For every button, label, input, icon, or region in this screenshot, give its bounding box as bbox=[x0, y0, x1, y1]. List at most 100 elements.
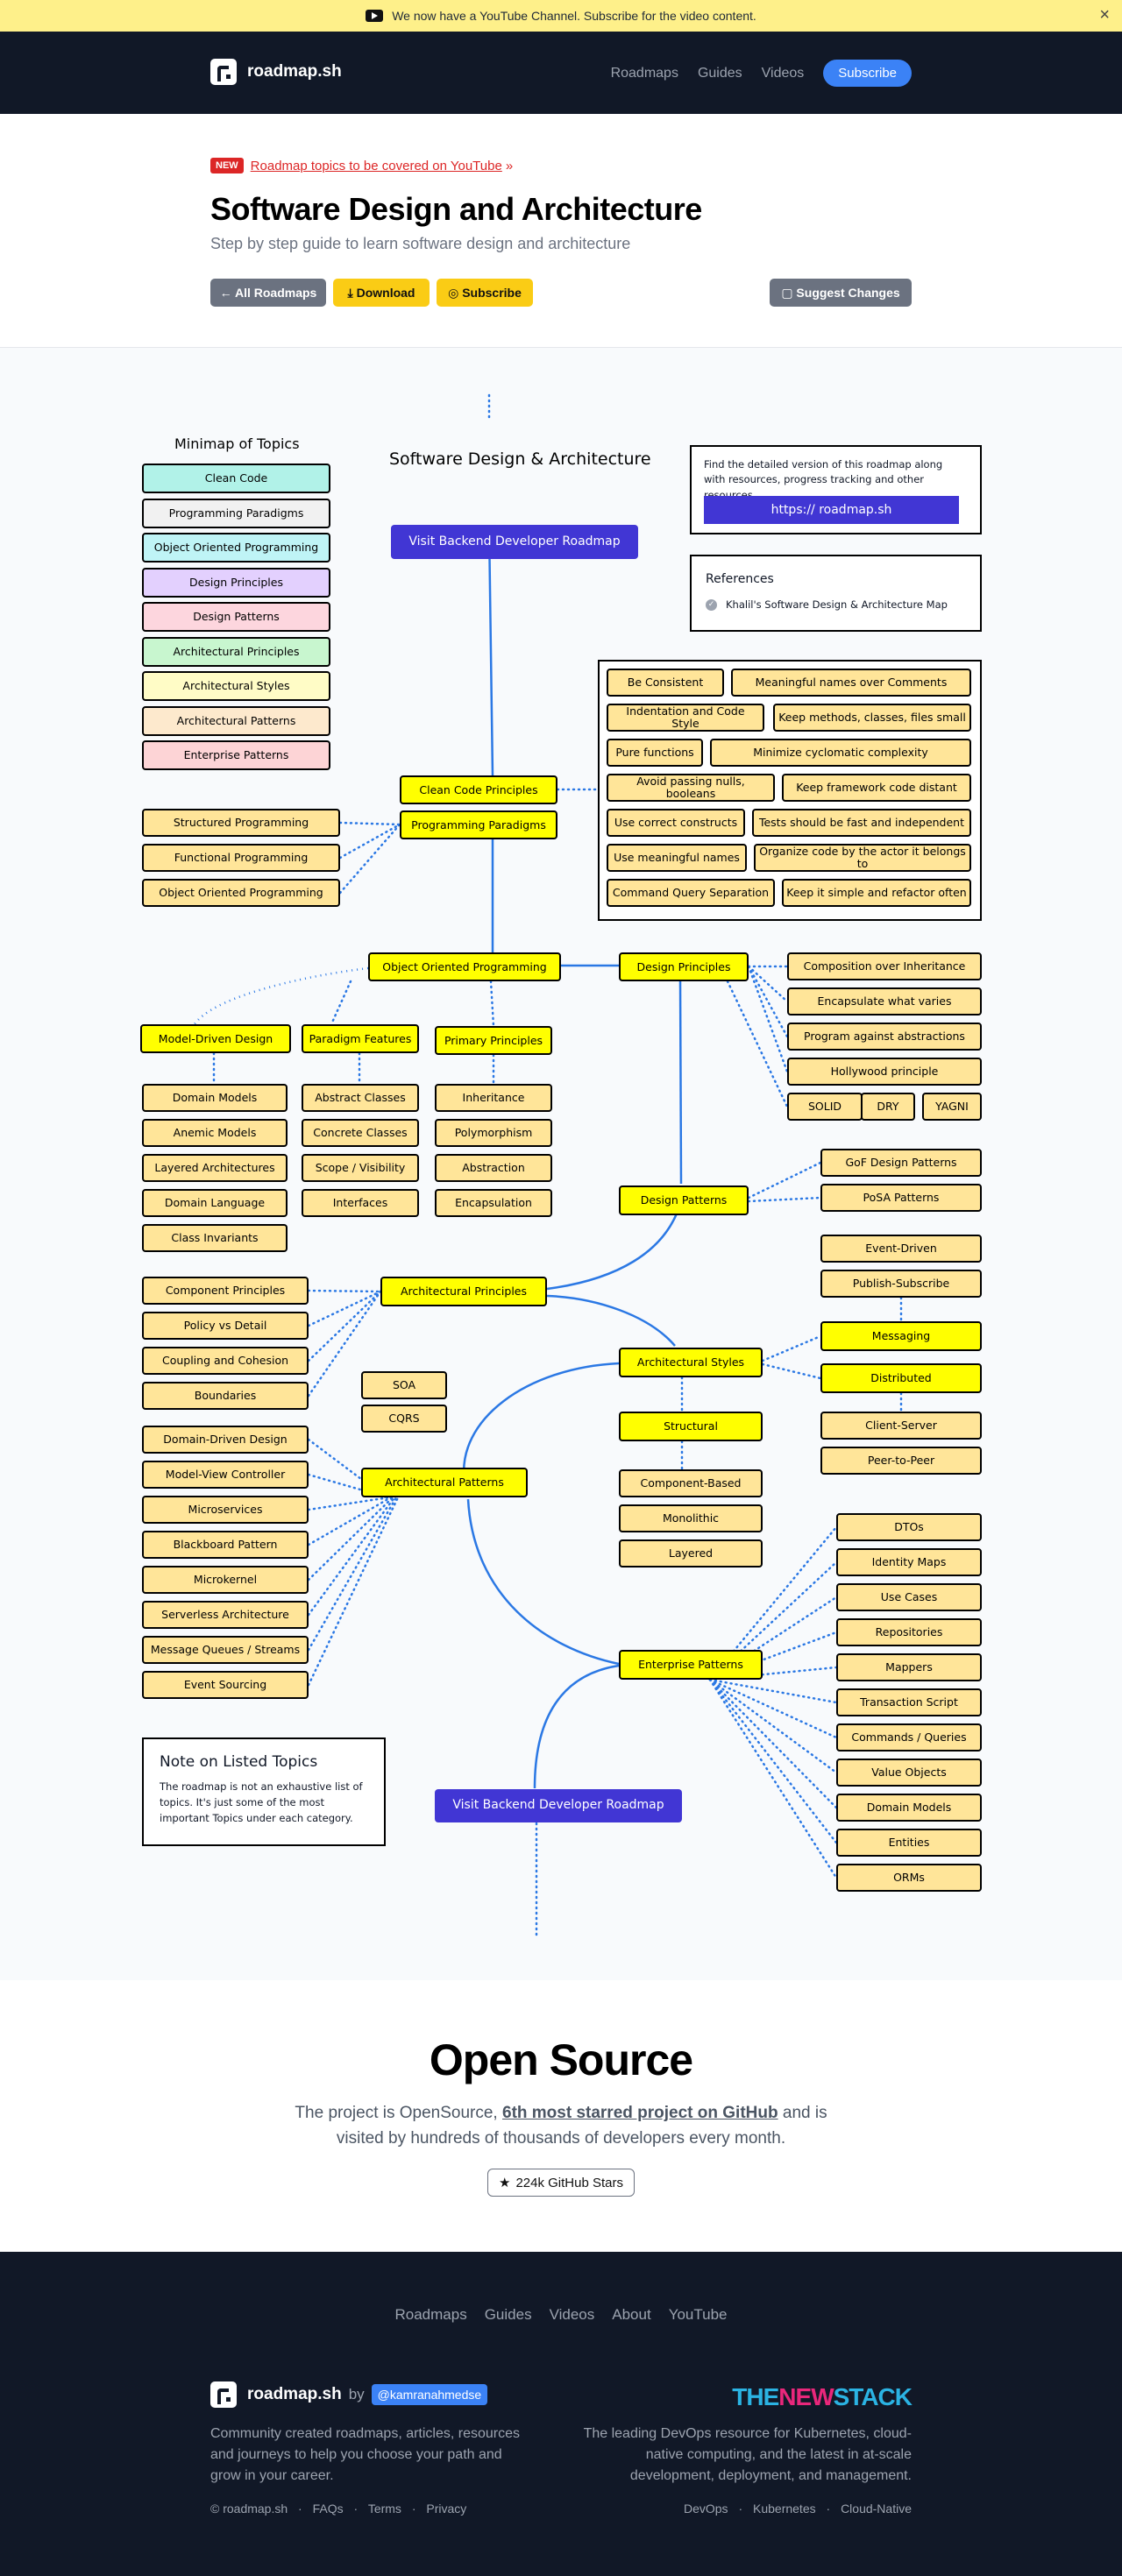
gof-patterns[interactable]: GoF Design Patterns bbox=[820, 1149, 982, 1177]
design-patterns[interactable]: Design Patterns bbox=[619, 1185, 749, 1215]
arch-pattern-item[interactable]: Microservices bbox=[142, 1496, 309, 1524]
design-principles[interactable]: Design Principles bbox=[619, 952, 749, 981]
arch-pattern-item[interactable]: Microkernel bbox=[142, 1566, 309, 1594]
structural[interactable]: Structural bbox=[619, 1412, 763, 1441]
clean-code-principles[interactable]: Clean Code Principles bbox=[400, 775, 557, 804]
clean-code-item[interactable]: Tests should be fast and independent bbox=[752, 809, 971, 837]
footer-nav-roadmaps[interactable]: Roadmaps bbox=[394, 2306, 467, 2323]
footer-nav-about[interactable]: About bbox=[612, 2306, 651, 2323]
minimap-item[interactable]: Architectural Patterns bbox=[142, 705, 330, 736]
github-stars-button[interactable]: ★ 224k GitHub Stars bbox=[486, 2169, 635, 2197]
dry-item[interactable]: DRY bbox=[861, 1093, 915, 1121]
design-principle-item[interactable]: Composition over Inheritance bbox=[787, 952, 982, 980]
paradigm-item[interactable]: Functional Programming bbox=[142, 844, 340, 872]
yagni-item[interactable]: YAGNI bbox=[922, 1093, 982, 1121]
clean-code-item[interactable]: Avoid passing nulls, booleans bbox=[607, 774, 775, 802]
design-principle-item[interactable]: Program against abstractions bbox=[787, 1023, 982, 1051]
minimap-item[interactable]: Design Principles bbox=[142, 567, 330, 598]
enterprise-patterns[interactable]: Enterprise Patterns bbox=[619, 1650, 763, 1680]
enterprise-item[interactable]: Value Objects bbox=[836, 1759, 982, 1787]
enterprise-item[interactable]: ORMs bbox=[836, 1864, 982, 1892]
tns-cloud-native[interactable]: Cloud-Native bbox=[841, 2502, 912, 2516]
banner-text[interactable]: We now have a YouTube Channel. Subscribe… bbox=[392, 9, 756, 23]
nav-roadmaps[interactable]: Roadmaps bbox=[610, 65, 678, 81]
footer-terms[interactable]: Terms bbox=[367, 2502, 401, 2516]
architectural-styles[interactable]: Architectural Styles bbox=[619, 1348, 763, 1377]
nav-videos[interactable]: Videos bbox=[761, 65, 805, 81]
footer-faqs[interactable]: FAQs bbox=[312, 2502, 344, 2516]
github-stars-link[interactable]: 6th most starred project on GitHub bbox=[502, 2104, 778, 2122]
clean-code-item[interactable]: Command Query Separation bbox=[607, 879, 775, 907]
author-badge[interactable]: @kamranahmedse bbox=[371, 2384, 488, 2405]
suggest-changes-button[interactable]: ▢ Suggest Changes bbox=[770, 279, 912, 307]
structural-item[interactable]: Component-Based bbox=[619, 1469, 763, 1497]
clean-code-item[interactable]: Indentation and Code Style bbox=[607, 704, 764, 732]
youtube-topics-link[interactable]: Roadmap topics to be covered on YouTube bbox=[250, 158, 502, 173]
minimap-item[interactable]: Design Patterns bbox=[142, 602, 330, 632]
thenewstack-logo[interactable]: THENEWSTACK bbox=[732, 2383, 913, 2411]
programming-paradigms[interactable]: Programming Paradigms bbox=[400, 810, 557, 839]
arch-pattern-item[interactable]: Domain-Driven Design bbox=[142, 1426, 309, 1454]
publish-subscribe[interactable]: Publish-Subscribe bbox=[820, 1270, 982, 1298]
primary-principle-item[interactable]: Abstraction bbox=[435, 1154, 552, 1182]
distributed[interactable]: Distributed bbox=[820, 1363, 982, 1393]
nav-guides[interactable]: Guides bbox=[697, 65, 742, 81]
mdd-item[interactable]: Layered Architectures bbox=[142, 1154, 288, 1182]
clean-code-item[interactable]: Pure functions bbox=[607, 739, 703, 767]
cqrs[interactable]: CQRS bbox=[361, 1405, 447, 1433]
arch-pattern-item[interactable]: Event Sourcing bbox=[142, 1671, 309, 1699]
announcement-banner[interactable]: We now have a YouTube Channel. Subscribe… bbox=[0, 0, 1122, 32]
event-driven[interactable]: Event-Driven bbox=[820, 1235, 982, 1263]
minimap-item[interactable]: Clean Code bbox=[142, 464, 330, 493]
mdd-item[interactable]: Domain Language bbox=[142, 1189, 288, 1217]
enterprise-item[interactable]: Identity Maps bbox=[836, 1548, 982, 1576]
minimap-item[interactable]: Object Oriented Programming bbox=[142, 533, 330, 563]
footer-copyright[interactable]: © roadmap.sh bbox=[210, 2502, 288, 2516]
arch-principle-item[interactable]: Component Principles bbox=[142, 1277, 309, 1305]
enterprise-item[interactable]: Transaction Script bbox=[836, 1688, 982, 1716]
primary-principle-item[interactable]: Encapsulation bbox=[435, 1189, 552, 1217]
client-server[interactable]: Client-Server bbox=[820, 1412, 982, 1440]
posa-patterns[interactable]: PoSA Patterns bbox=[820, 1184, 982, 1212]
footer-nav-videos[interactable]: Videos bbox=[549, 2306, 595, 2323]
clean-code-item[interactable]: Use correct constructs bbox=[607, 809, 745, 837]
solid-item[interactable]: SOLID bbox=[787, 1093, 863, 1121]
enterprise-item[interactable]: Entities bbox=[836, 1829, 982, 1857]
minimap-item[interactable]: Programming Paradigms bbox=[142, 498, 330, 528]
paradigm-feature-item[interactable]: Abstract Classes bbox=[302, 1084, 419, 1112]
hero-subscribe-button[interactable]: ◎ Subscribe bbox=[437, 279, 533, 307]
minimap-item[interactable]: Architectural Styles bbox=[142, 671, 330, 701]
subscribe-button[interactable]: Subscribe bbox=[823, 60, 912, 87]
architectural-principles[interactable]: Architectural Principles bbox=[380, 1277, 547, 1306]
arch-principle-item[interactable]: Coupling and Cohesion bbox=[142, 1347, 309, 1375]
tns-kubernetes[interactable]: Kubernetes bbox=[753, 2502, 816, 2516]
paradigm-item[interactable]: Object Oriented Programming bbox=[142, 879, 340, 907]
paradigm-item[interactable]: Structured Programming bbox=[142, 809, 340, 837]
footer-nav-youtube[interactable]: YouTube bbox=[668, 2306, 728, 2323]
paradigm-feature-item[interactable]: Scope / Visibility bbox=[302, 1154, 419, 1182]
visit-backend-roadmap-button-bottom[interactable]: Visit Backend Developer Roadmap bbox=[435, 1789, 682, 1822]
footer-privacy[interactable]: Privacy bbox=[426, 2502, 467, 2516]
enterprise-item[interactable]: DTOs bbox=[836, 1513, 982, 1541]
clean-code-item[interactable]: Use meaningful names bbox=[607, 844, 747, 872]
clean-code-item[interactable]: Organize code by the actor it belongs to bbox=[754, 844, 971, 872]
enterprise-item[interactable]: Use Cases bbox=[836, 1583, 982, 1611]
enterprise-item[interactable]: Repositories bbox=[836, 1618, 982, 1646]
primary-principle-item[interactable]: Polymorphism bbox=[435, 1119, 552, 1147]
structural-item[interactable]: Monolithic bbox=[619, 1504, 763, 1532]
paradigm-feature-item[interactable]: Concrete Classes bbox=[302, 1119, 419, 1147]
footer-logo[interactable]: roadmap.sh by @kamranahmedse bbox=[210, 2381, 488, 2408]
clean-code-item[interactable]: Keep it simple and refactor often bbox=[782, 879, 971, 907]
tns-devops[interactable]: DevOps bbox=[683, 2502, 728, 2516]
arch-pattern-item[interactable]: Serverless Architecture bbox=[142, 1601, 309, 1629]
mdd-item[interactable]: Class Invariants bbox=[142, 1224, 288, 1252]
reference-item[interactable]: ✓Khalil's Software Design & Architecture… bbox=[706, 598, 948, 611]
paradigm-feature-item[interactable]: Interfaces bbox=[302, 1189, 419, 1217]
primary-principles[interactable]: Primary Principles bbox=[435, 1026, 552, 1055]
roadmap-link-button[interactable]: https:// roadmap.sh bbox=[704, 496, 959, 524]
arch-principle-item[interactable]: Boundaries bbox=[142, 1382, 309, 1410]
arch-principle-item[interactable]: Policy vs Detail bbox=[142, 1312, 309, 1340]
design-principle-item[interactable]: Hollywood principle bbox=[787, 1058, 982, 1086]
model-driven-design[interactable]: Model-Driven Design bbox=[140, 1024, 291, 1053]
architectural-patterns[interactable]: Architectural Patterns bbox=[361, 1468, 528, 1497]
